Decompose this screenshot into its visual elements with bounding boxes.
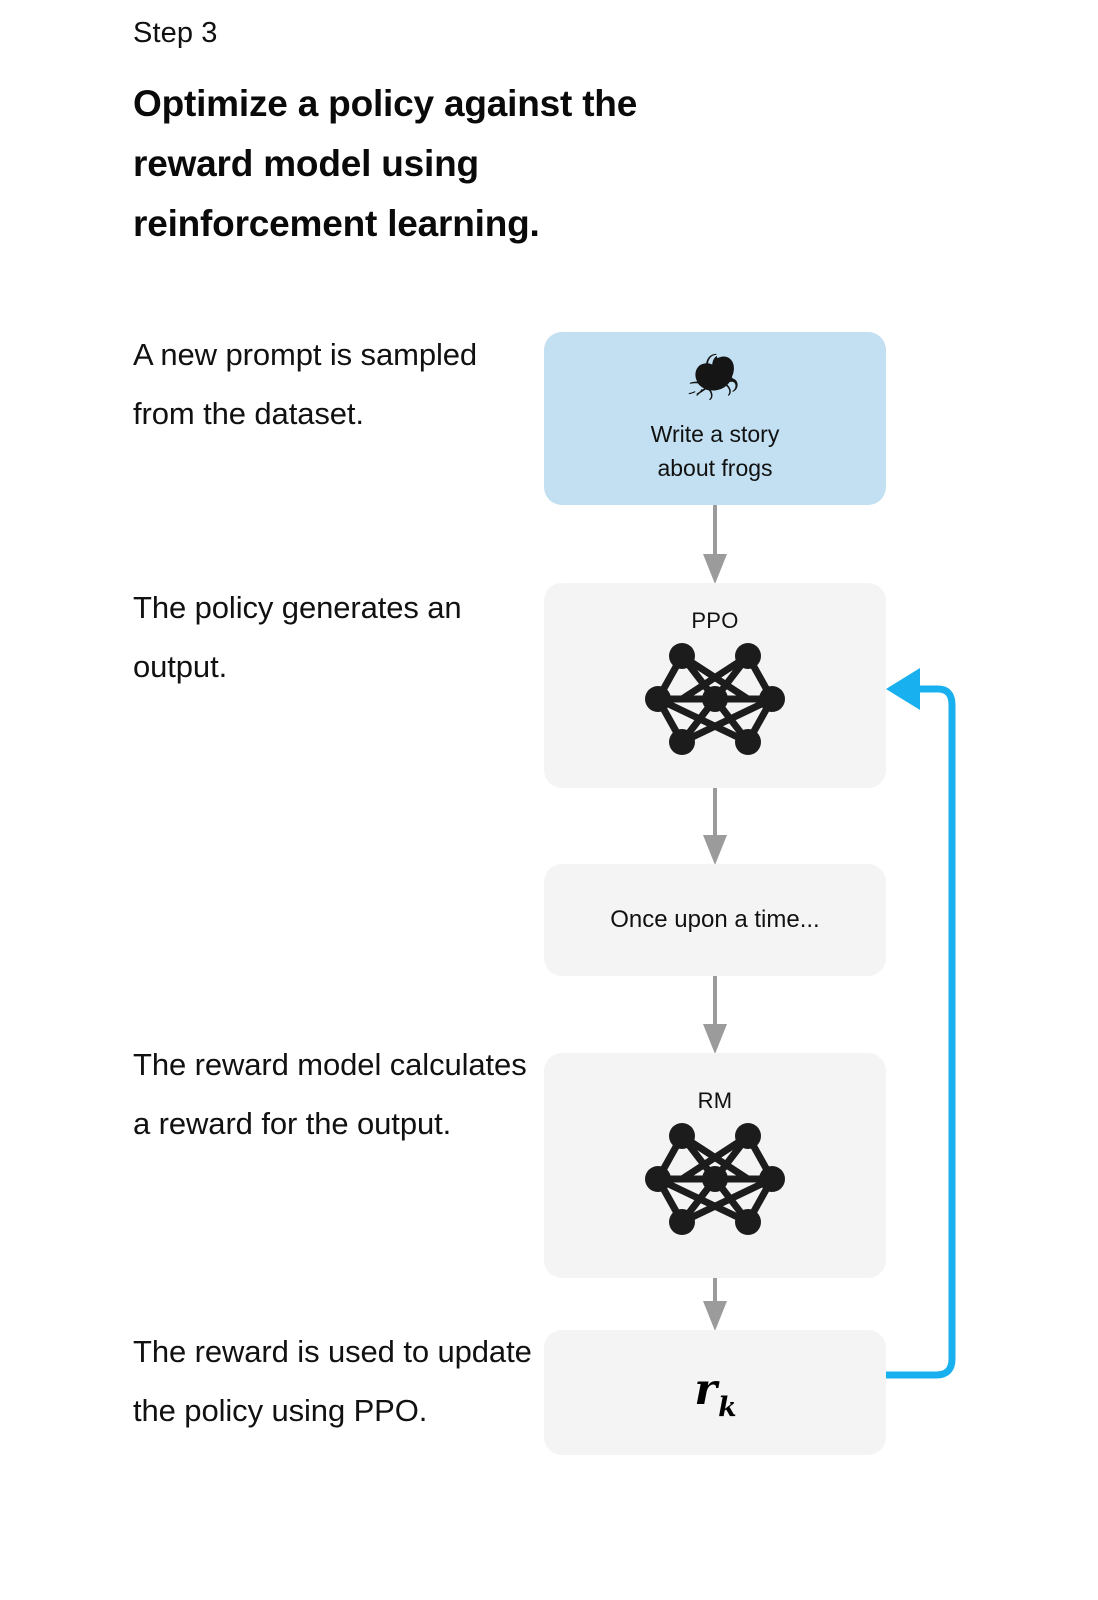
reward-symbol: rk <box>694 1364 736 1423</box>
arrow-output-to-reward-model <box>693 976 737 1054</box>
arrow-policy-to-output <box>693 788 737 865</box>
arrow-reward-model-to-reward <box>693 1278 737 1331</box>
annotation-prompt: A new prompt is sampled from the dataset… <box>133 337 478 431</box>
reward-model-card: RM <box>544 1053 886 1278</box>
reward-model-label: RM <box>697 1088 733 1113</box>
policy-card: PPO <box>544 583 886 788</box>
reward-symbol-base: r <box>694 1364 718 1415</box>
reward-feedback-arrow <box>880 662 980 1402</box>
annotation-reward-model: The reward model calculates a reward for… <box>133 1047 527 1141</box>
prompt-text: Write a story about frogs <box>651 417 780 485</box>
output-card: Once upon a time... <box>544 864 886 976</box>
output-text: Once upon a time... <box>610 906 820 933</box>
reward-symbol-subscript: k <box>718 1391 737 1423</box>
policy-label: PPO <box>691 608 739 633</box>
annotation-policy: The policy generates an output. <box>133 590 462 684</box>
prompt-card: Write a story about frogs <box>544 332 886 505</box>
reward-card: rk <box>544 1330 886 1455</box>
neural-network-icon <box>642 640 788 763</box>
neural-network-icon <box>642 1120 788 1243</box>
step-label: Step 3 <box>133 17 218 49</box>
arrow-prompt-to-policy <box>693 505 737 584</box>
prompt-text-line2: about frogs <box>657 455 773 481</box>
prompt-text-line1: Write a story <box>650 421 780 447</box>
annotation-update: The reward is used to update the policy … <box>133 1334 532 1428</box>
frog-icon <box>686 352 744 409</box>
page-title: Optimize a policy against the reward mod… <box>133 83 638 244</box>
